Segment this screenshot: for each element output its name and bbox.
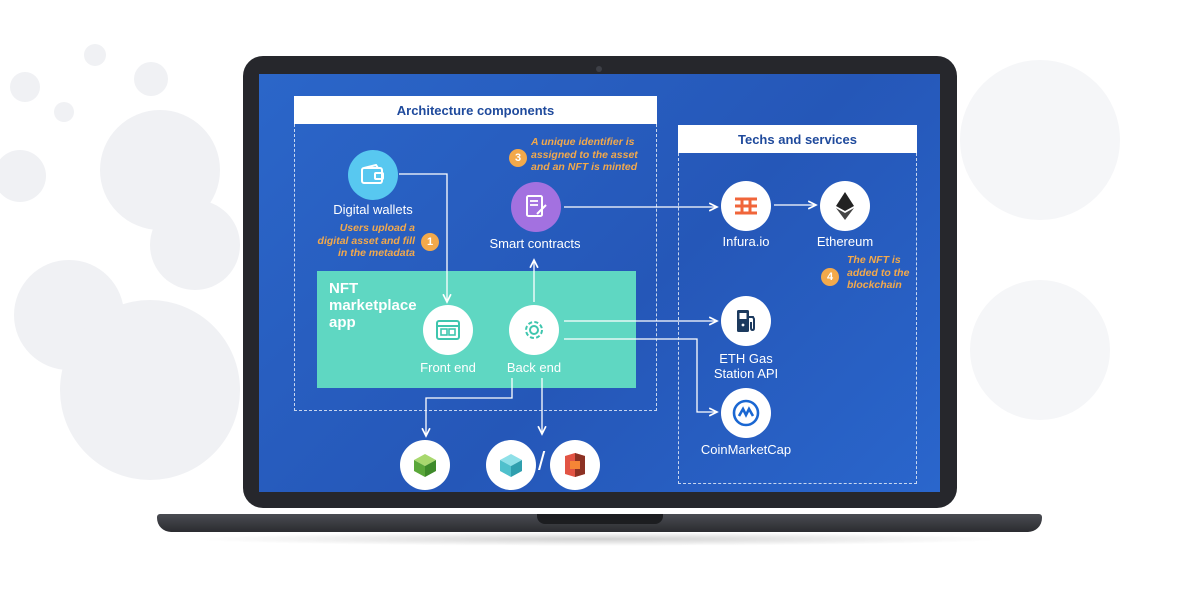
laptop-camera [596,66,602,72]
wallet-node[interactable] [348,150,398,200]
laptop-shadow [190,532,1010,546]
coinmarketcap-label: CoinMarketCap [700,442,792,457]
step1-badge: 1 [421,233,439,251]
techs-title: Techs and services [738,131,857,147]
gas-pump-icon [737,310,755,332]
ethereum-label: Ethereum [816,234,874,249]
step4-line: The NFT is [847,254,901,266]
infura-label: Infura.io [722,234,770,249]
step4-badge: 4 [821,268,839,286]
app-title-line: marketplace [329,297,417,314]
wallet-icon [361,164,384,184]
infura-logo-icon [735,197,757,215]
aws-s3-icon [565,453,585,477]
step1-line: in the metadata [337,247,415,259]
bg-bubble [970,280,1110,420]
step3-line: A unique identifier is [531,136,635,148]
bg-bubble [60,300,240,480]
techs-header: Techs and services [678,125,917,153]
bg-bubble [960,60,1120,220]
smart-contracts-node[interactable] [511,182,561,232]
arrow-backend-to-mongodb [426,378,513,436]
smart-contracts-label: Smart contracts [489,236,581,251]
eth-gas-label-line: Station API [713,366,779,381]
ethereum-node[interactable] [820,181,870,231]
contract-icon [526,195,547,217]
bg-bubble [134,62,168,96]
bg-bubble [150,200,240,290]
storage-separator: / [538,446,546,476]
step1-note: Users upload a digital asset and fill in… [299,222,415,260]
step3-line: assigned to the asset [531,148,638,161]
step4-line: added to the [847,266,910,279]
front-end-label: Front end [420,360,476,375]
gear-icon [525,321,543,339]
mongodb-node[interactable] [400,440,450,490]
digital-wallets-label: Digital wallets [333,202,413,217]
database-cube-icon [414,454,436,477]
app-title-line: app [329,314,356,331]
coinmarketcap-node[interactable] [721,388,771,438]
ipfs-node[interactable] [486,440,536,490]
laptop-screen: Architecture components Techs and servic… [259,74,940,492]
step3-line: and an NFT is minted [531,161,638,173]
laptop-notch [537,514,663,524]
eth-gas-label-line: ETH Gas [719,351,773,366]
coinmarketcap-logo-icon [732,399,760,427]
bg-bubble [10,72,40,102]
connector-lines [399,173,940,492]
arrow-wallet-to-frontend [399,173,447,302]
step3-note: A unique identifier is assigned to the a… [531,136,661,174]
step1-line: Users upload a [339,222,415,234]
nft-marketplace-app-title: NFT marketplace app [329,280,417,331]
app-title-line: NFT [329,280,359,297]
architecture-header: Architecture components [294,96,657,124]
infura-node[interactable] [721,181,771,231]
ethereum-logo-icon [836,192,854,220]
arrow-backend-to-cmc [564,338,717,412]
bg-bubble [54,102,74,122]
back-end-label: Back end [506,360,562,375]
front-end-node[interactable] [423,305,473,355]
step4-line: blockchain [847,279,902,291]
browser-window-icon [436,320,460,340]
step4-note: The NFT is added to the blockchain [847,254,927,292]
techs-box [678,153,917,484]
bg-bubble [84,44,106,66]
aws-s3-node[interactable] [550,440,600,490]
step3-badge: 3 [509,149,527,167]
nft-marketplace-app-box [317,271,636,388]
eth-gas-station-node[interactable] [721,296,771,346]
eth-gas-station-label: ETH Gas Station API [689,351,803,381]
architecture-box [294,124,657,411]
storage-cube-icon [500,454,522,477]
back-end-node[interactable] [509,305,559,355]
architecture-title: Architecture components [396,102,555,118]
step1-line: digital asset and fill [317,234,415,247]
bg-bubble [0,150,46,202]
